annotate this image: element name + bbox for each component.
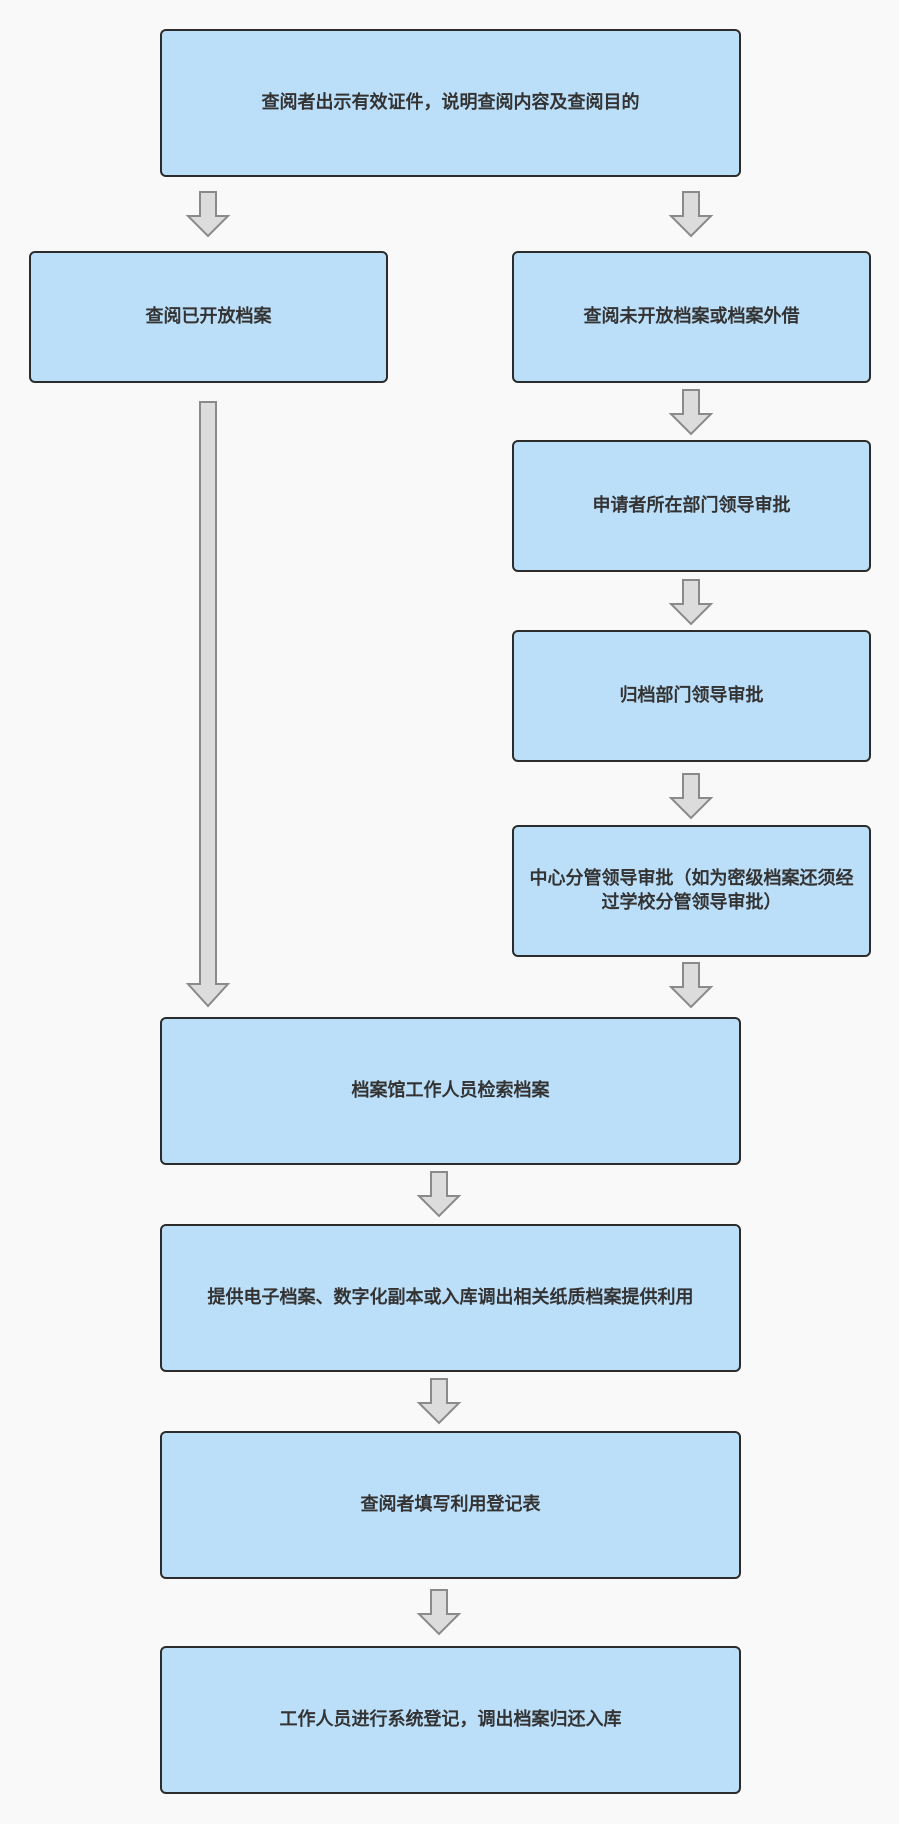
step-open-archives-label: 查阅已开放档案 <box>145 305 272 327</box>
step-closed-or-lending-label: 查阅未开放档案或档案外借 <box>583 305 800 327</box>
step-provide-label: 提供电子档案、数字化副本或入库调出相关纸质档案提供利用 <box>207 1286 694 1308</box>
arrow-down-icon <box>668 579 714 626</box>
step-center-approval-label: 中心分管领导审批（如为密级档案还须经过学校分管领导审批） <box>529 867 854 913</box>
step-open-archives-box: 查阅已开放档案 <box>29 251 388 383</box>
step-filing-dept-approval-label: 归档部门领导审批 <box>619 684 764 706</box>
arrow-down-icon <box>668 191 714 238</box>
arrow-down-icon <box>185 191 231 238</box>
step-closed-or-lending-box: 查阅未开放档案或档案外借 <box>512 251 871 383</box>
step-present-id-box: 查阅者出示有效证件，说明查阅内容及查阅目的 <box>160 29 741 177</box>
arrow-down-icon <box>416 1171 462 1218</box>
step-staff-retrieve-box: 档案馆工作人员检索档案 <box>160 1017 741 1165</box>
step-center-approval-box: 中心分管领导审批（如为密级档案还须经过学校分管领导审批） <box>512 825 871 957</box>
step-register-form-box: 查阅者填写利用登记表 <box>160 1431 741 1579</box>
arrow-down-icon <box>668 389 714 436</box>
step-system-register-box: 工作人员进行系统登记，调出档案归还入库 <box>160 1646 741 1794</box>
arrow-down-icon <box>416 1378 462 1425</box>
step-system-register-label: 工作人员进行系统登记，调出档案归还入库 <box>279 1708 622 1730</box>
step-provide-box: 提供电子档案、数字化副本或入库调出相关纸质档案提供利用 <box>160 1224 741 1372</box>
step-present-id-label: 查阅者出示有效证件，说明查阅内容及查阅目的 <box>261 91 640 113</box>
arrow-down-icon <box>416 1589 462 1636</box>
step-filing-dept-approval-box: 归档部门领导审批 <box>512 630 871 762</box>
arrow-down-icon <box>668 773 714 820</box>
long-arrow-down-icon <box>185 401 231 1008</box>
arrow-down-icon <box>668 962 714 1009</box>
step-staff-retrieve-label: 档案馆工作人员检索档案 <box>351 1079 550 1101</box>
step-register-form-label: 查阅者填写利用登记表 <box>360 1493 541 1515</box>
step-applicant-dept-approval-label: 申请者所在部门领导审批 <box>592 494 791 516</box>
step-applicant-dept-approval-box: 申请者所在部门领导审批 <box>512 440 871 572</box>
